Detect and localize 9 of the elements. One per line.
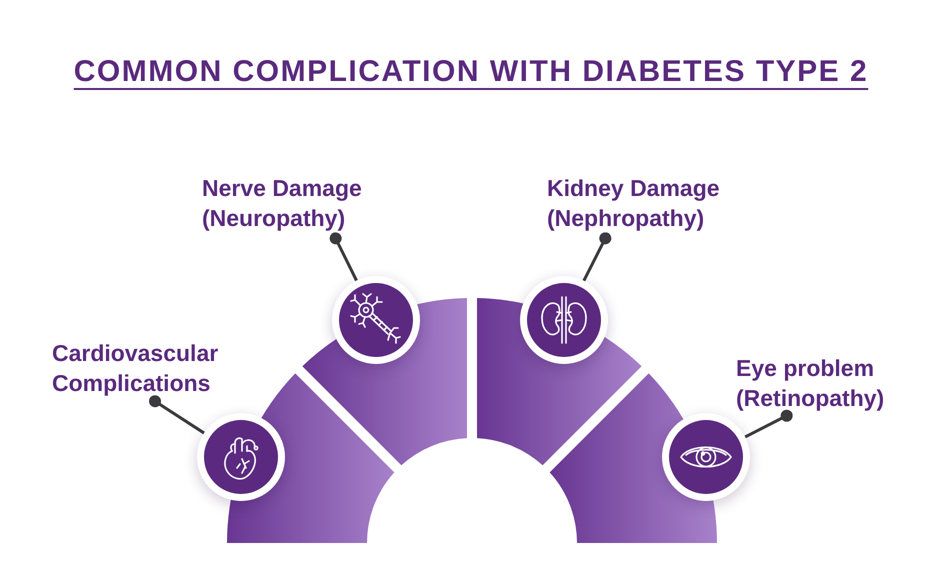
leader-line: [744, 410, 793, 438]
title: COMMON COMPLICATION WITH DIABETES TYPE 2: [74, 54, 868, 90]
complication-label: Eye problem (Retinopathy): [736, 353, 911, 413]
leader-line: [330, 232, 358, 282]
complication-label: Kidney Damage (Nephropathy): [547, 173, 742, 233]
complication-label: Cardiovascular Complications: [52, 338, 247, 398]
leader-line: [582, 232, 612, 282]
leader-line: [149, 395, 205, 434]
complication-label: Nerve Damage (Neuropathy): [202, 173, 387, 233]
